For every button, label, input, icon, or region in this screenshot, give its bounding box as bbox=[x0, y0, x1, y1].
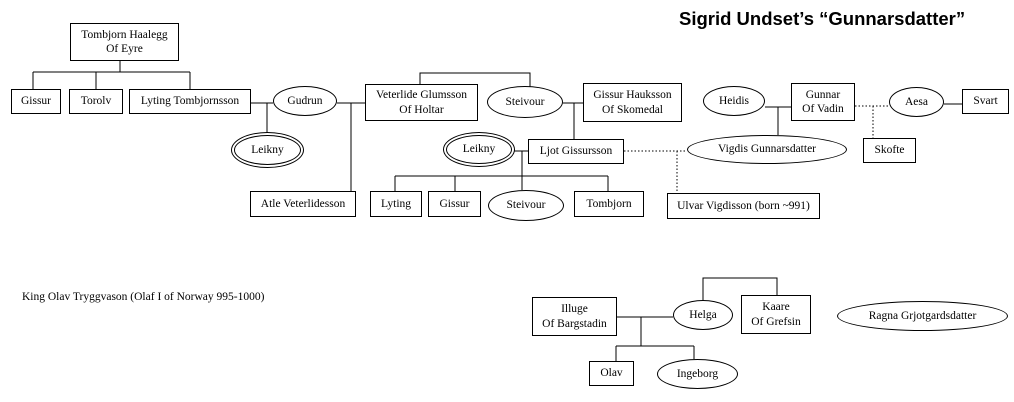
node-heidis: Heidis bbox=[703, 86, 765, 116]
node-aesa: Aesa bbox=[889, 87, 944, 117]
node-label: Helga bbox=[689, 308, 717, 321]
node-ljot-gissursson: Ljot Gissursson bbox=[528, 139, 624, 164]
node-label: Gissur bbox=[20, 95, 52, 108]
node-label: Aesa bbox=[905, 95, 928, 108]
node-label: Gunnar Of Vadin bbox=[802, 88, 844, 115]
node-label: Ingeborg bbox=[676, 367, 719, 380]
node-label: Svart bbox=[973, 95, 998, 108]
node-label: Lyting Tombjornsson bbox=[140, 95, 240, 108]
node-svart: Svart bbox=[962, 89, 1009, 114]
node-ulvar-vigdisson: Ulvar Vigdisson (born ~991) bbox=[667, 193, 820, 219]
node-label: Steivour bbox=[505, 95, 545, 108]
node-label: Atle Veterlidesson bbox=[260, 197, 346, 210]
node-illuge-of-bargstadin: Illuge Of Bargstadin bbox=[532, 297, 617, 336]
node-helga: Helga bbox=[673, 300, 733, 330]
node-label: Torolv bbox=[80, 95, 112, 108]
node-tombjorn-ljotsson: Tombjorn bbox=[574, 191, 644, 217]
node-olav: Olav bbox=[589, 361, 634, 386]
node-ragna-grjotgardsdatter: Ragna Grjotgardsdatter bbox=[837, 301, 1008, 331]
node-label: Leikny bbox=[251, 143, 284, 156]
node-ingeborg: Ingeborg bbox=[657, 359, 738, 389]
edge-bracket-helga-kaare bbox=[702, 277, 778, 300]
node-label: Gudrun bbox=[287, 94, 323, 107]
node-label: Ragna Grjotgardsdatter bbox=[868, 309, 977, 322]
node-veterlide-glumsson-of-holtar: Veterlide Glumsson Of Holtar bbox=[365, 84, 478, 121]
inner-ring bbox=[446, 135, 512, 164]
node-vigdis-gunnarsdatter: Vigdis Gunnarsdatter bbox=[687, 135, 847, 164]
node-label: Illuge Of Bargstadin bbox=[542, 303, 607, 330]
node-label: Tombjorn bbox=[586, 197, 632, 210]
node-gissur-hauksson-of-skomedal: Gissur Hauksson Of Skomedal bbox=[583, 83, 682, 122]
node-skofte: Skofte bbox=[863, 138, 916, 163]
node-label: Kaare Of Grefsin bbox=[751, 301, 801, 328]
node-lyting-tombjornsson: Lyting Tombjornsson bbox=[129, 89, 251, 114]
node-tombjorn-haalegg-of-eyre: Tombjorn Haalegg Of Eyre bbox=[70, 23, 179, 61]
node-atle-veterlidesson: Atle Veterlidesson bbox=[250, 191, 356, 217]
node-steivour-elder: Steivour bbox=[487, 86, 563, 118]
node-label: Tombjorn Haalegg Of Eyre bbox=[81, 28, 168, 55]
king-olav-caption: King Olav Tryggvason (Olaf I of Norway 9… bbox=[22, 291, 265, 303]
node-label: Leikny bbox=[462, 143, 496, 156]
node-label: Vigdis Gunnarsdatter bbox=[718, 143, 816, 156]
node-leikny-duplicate-1: Leikny bbox=[231, 132, 304, 168]
edge-bracket-veterlide-steivour bbox=[419, 72, 531, 87]
node-gunnar-of-vadin: Gunnar Of Vadin bbox=[791, 83, 855, 121]
node-steivour-younger: Steivour bbox=[488, 190, 564, 221]
node-label: Steivour bbox=[506, 199, 546, 212]
node-torolv: Torolv bbox=[69, 89, 123, 114]
diagram-title: Sigrid Undset’s “Gunnarsdatter” bbox=[679, 8, 966, 29]
node-label: Ljot Gissursson bbox=[539, 145, 613, 158]
node-gissur-ljotsson: Gissur bbox=[428, 191, 481, 217]
node-label: Heidis bbox=[718, 94, 750, 107]
node-kaare-of-grefsin: Kaare Of Grefsin bbox=[741, 295, 811, 334]
node-label: Olav bbox=[600, 367, 623, 380]
node-lyting-ljotsson: Lyting bbox=[370, 191, 422, 217]
node-leikny-duplicate-2: Leikny bbox=[443, 132, 515, 167]
node-label: Skofte bbox=[874, 144, 905, 157]
node-gudrun: Gudrun bbox=[273, 86, 337, 116]
node-label: Ulvar Vigdisson (born ~991) bbox=[677, 199, 810, 212]
node-gissur-tombjornsson: Gissur bbox=[11, 89, 61, 114]
node-label: Gissur bbox=[439, 197, 470, 210]
node-label: Gissur Hauksson Of Skomedal bbox=[593, 89, 672, 116]
node-label: Lyting bbox=[380, 197, 412, 210]
inner-ring bbox=[234, 135, 301, 165]
node-label: Veterlide Glumsson Of Holtar bbox=[375, 89, 468, 116]
